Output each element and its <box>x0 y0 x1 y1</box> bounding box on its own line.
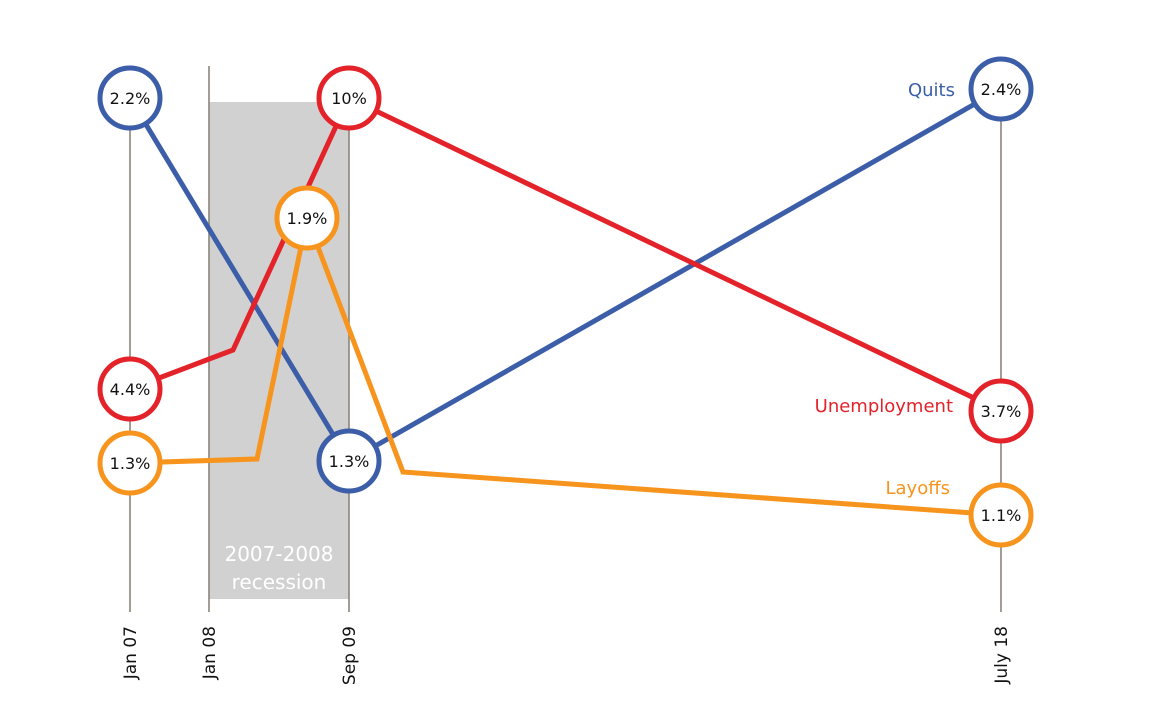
value-marker-layoffs <box>97 430 163 496</box>
x-tick-label: Jan 08 <box>200 626 220 680</box>
value-label-quits: 2.2% <box>110 89 151 108</box>
value-label-unemployment: 3.7% <box>981 402 1022 421</box>
value-marker-layoffs <box>968 482 1034 548</box>
value-label-unemployment: 4.4% <box>110 380 151 399</box>
series-name-label-quits: Quits <box>908 80 955 101</box>
value-marker-unemployment <box>968 378 1034 444</box>
value-marker-quits <box>968 56 1034 122</box>
value-label-quits: 2.4% <box>981 80 1022 99</box>
value-label-quits: 1.3% <box>329 452 370 471</box>
value-marker-unemployment <box>97 356 163 422</box>
value-label-layoffs: 1.1% <box>981 506 1022 525</box>
x-tick-label: Sep 09 <box>340 626 360 685</box>
value-label-layoffs: 1.9% <box>287 209 328 228</box>
series-name-label-unemployment: Unemployment <box>815 396 953 417</box>
x-tick-label: July 18 <box>992 626 1012 685</box>
value-label-layoffs: 1.3% <box>110 454 151 473</box>
value-marker-unemployment <box>316 65 382 131</box>
value-marker-quits <box>316 428 382 494</box>
recession-label-line-2: recession <box>232 570 327 594</box>
recession-label-line-1: 2007-2008 <box>224 542 333 566</box>
value-marker-quits <box>97 65 163 131</box>
x-tick-label: Jan 07 <box>121 626 141 680</box>
series-name-label-layoffs: Layoffs <box>885 478 950 499</box>
value-marker-layoffs <box>274 185 340 251</box>
value-label-unemployment: 10% <box>331 89 367 108</box>
